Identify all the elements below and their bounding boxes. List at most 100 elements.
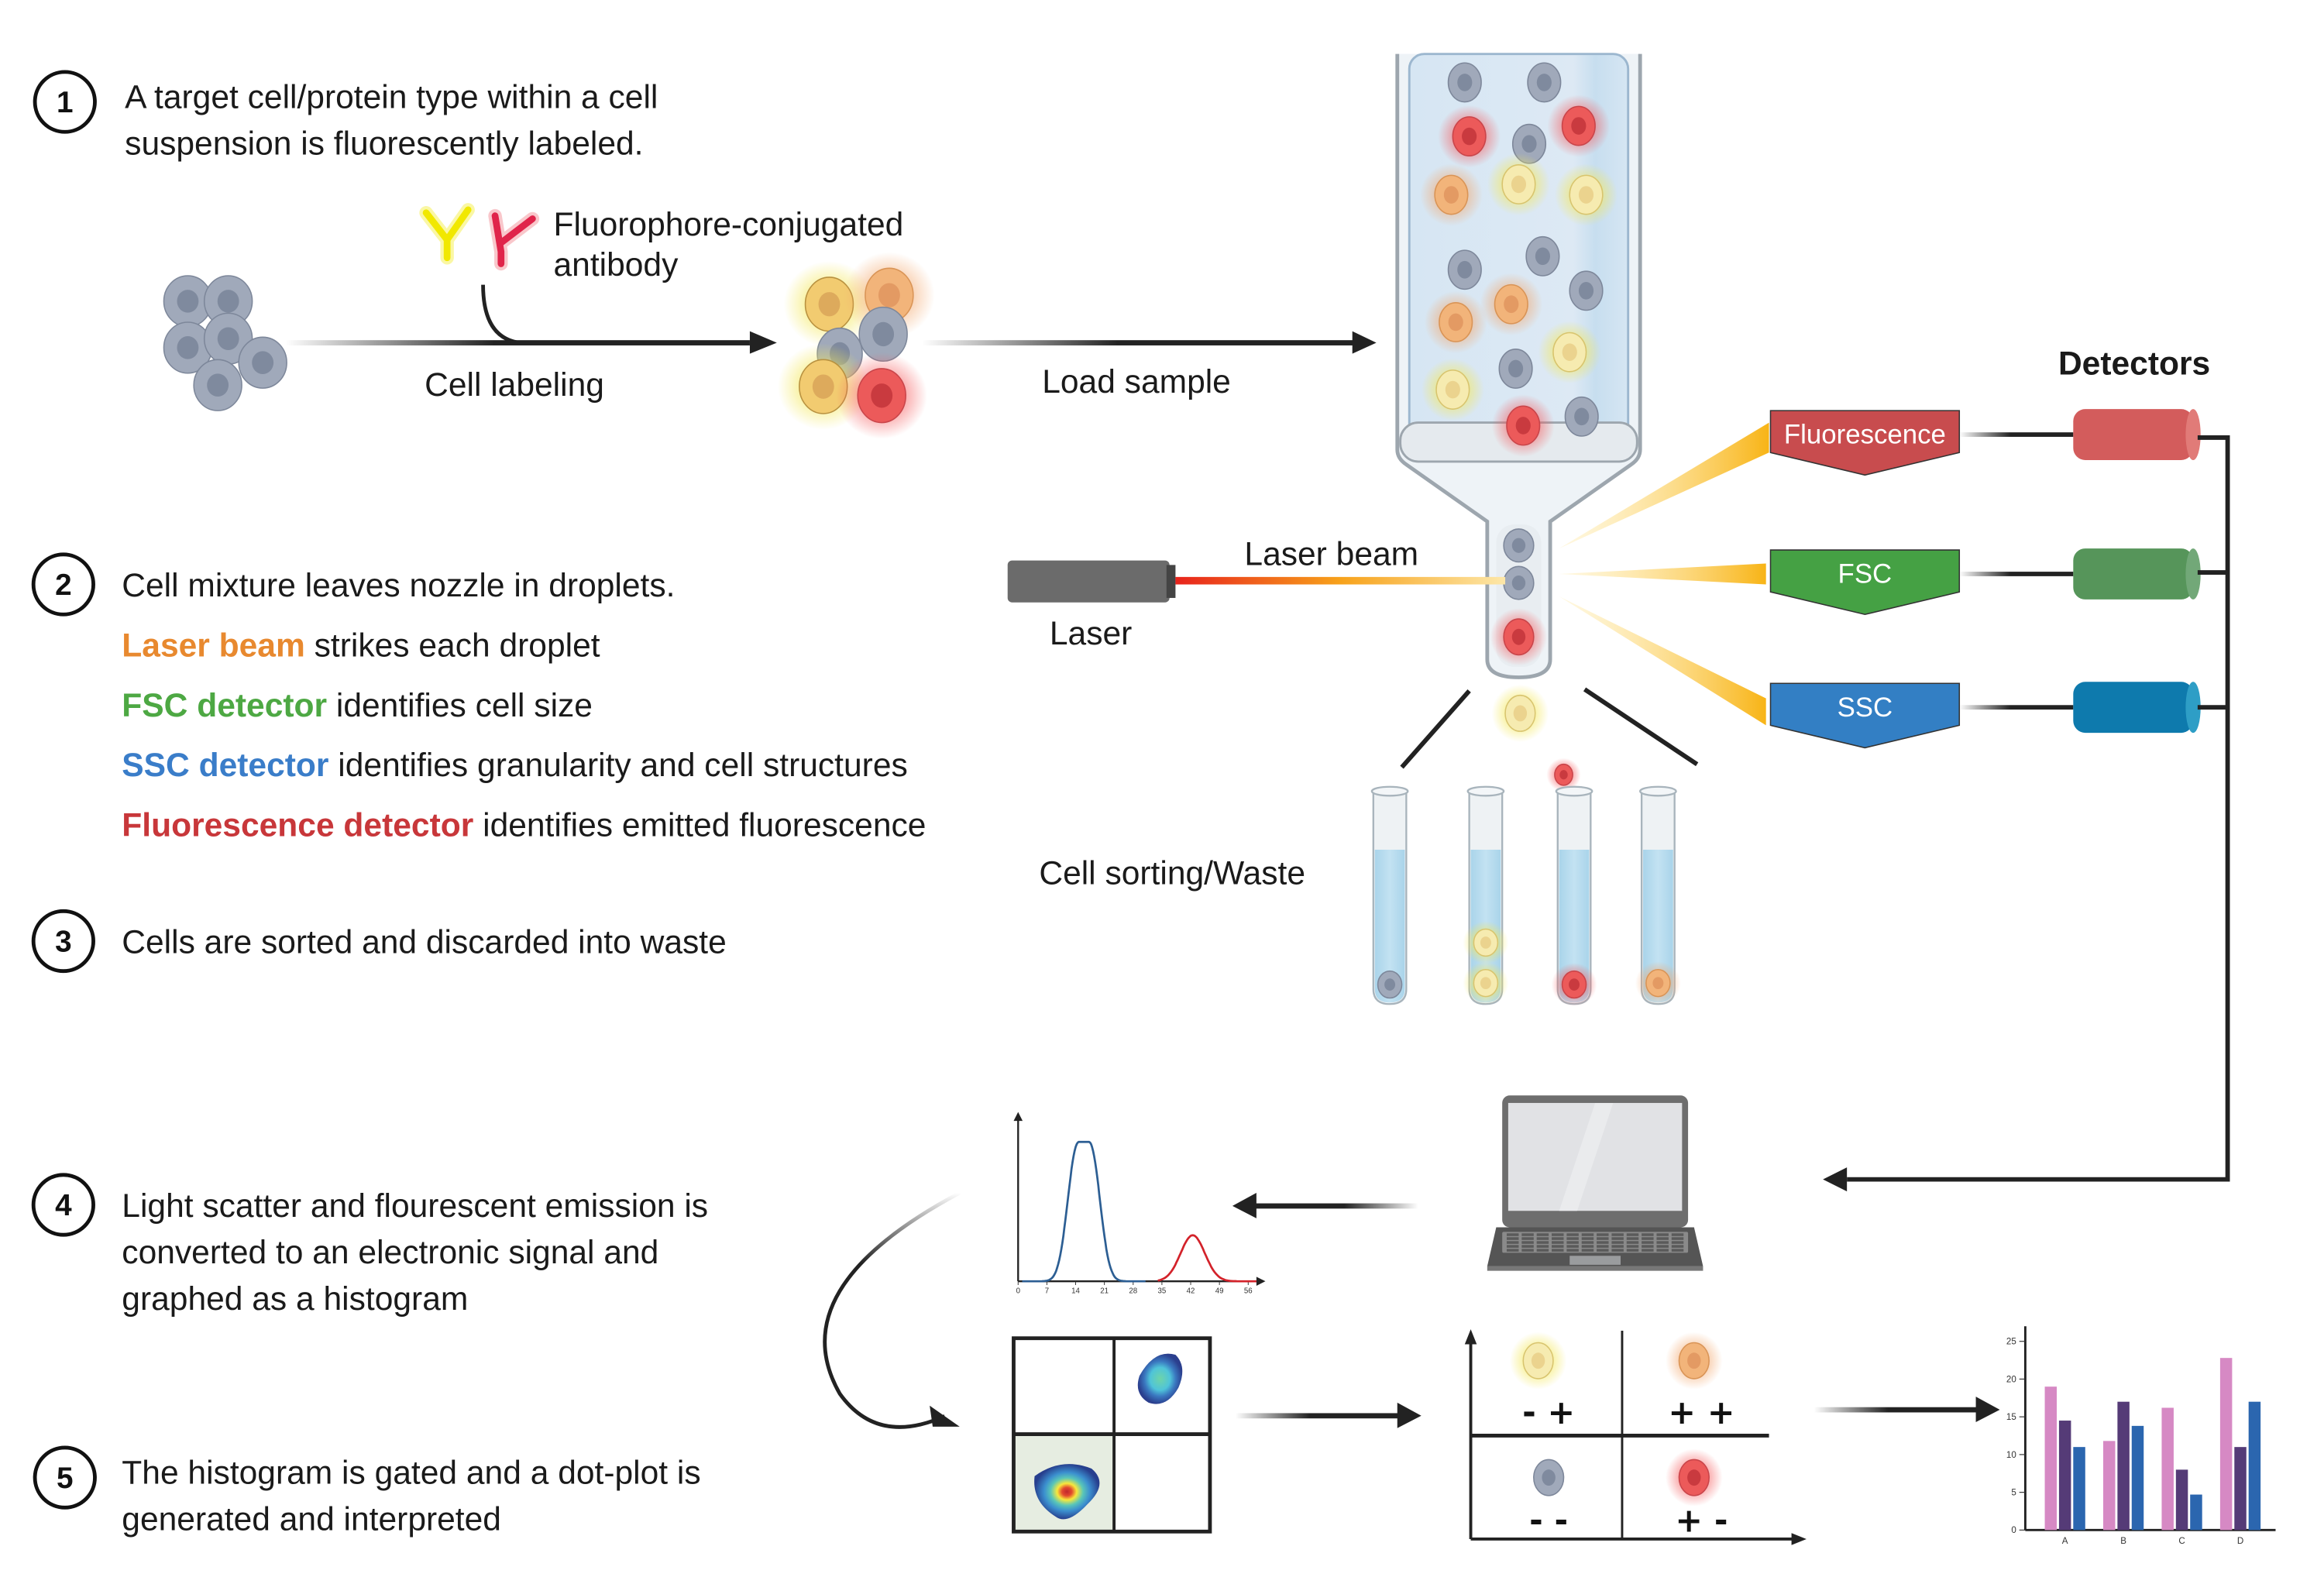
step-4-line-3: graphed as a histogram [122, 1280, 468, 1318]
histogram-tick-label: 56 [1244, 1287, 1253, 1296]
unlabeled-cell [193, 359, 242, 411]
quadrant-top-right-label: + + [1668, 1393, 1734, 1432]
cell-labeling-arrow [285, 284, 777, 354]
bar-chart-category-label: B [2120, 1536, 2126, 1546]
step-1-marker: 1 [33, 70, 97, 134]
step-2-marker: 2 [31, 552, 95, 617]
labeled-cell-red [836, 352, 928, 439]
tube-cell-orange [1635, 961, 1681, 1005]
bar-chart-tick-label: 5 [2011, 1487, 2016, 1497]
bar-chart-category-label: A [2062, 1536, 2068, 1546]
quadrant-cells [1509, 1331, 1723, 1507]
column-cell-orange [1480, 273, 1543, 335]
step-5-number: 5 [57, 1462, 74, 1495]
column-cell-yellow [1538, 321, 1601, 383]
collection-tube [1635, 785, 1681, 1005]
detector-ssc: SSC [1769, 682, 2201, 749]
labeled-cell-yellow [777, 343, 869, 430]
histogram-to-dotplot-arrow [823, 1191, 961, 1429]
nozzle-cell-red [1490, 608, 1548, 666]
nozzle-cell-gray [1503, 528, 1535, 563]
step-4-number: 4 [55, 1189, 72, 1222]
red-antibody-icon [488, 208, 540, 271]
column-cell-gray [1569, 270, 1604, 311]
histogram-tick-label: 49 [1215, 1287, 1224, 1296]
cell-sorting-label: Cell sorting/Waste [1039, 854, 1305, 892]
step-2-line-1: Cell mixture leaves nozzle in droplets. [122, 567, 675, 604]
bar-chart-tick-label: 20 [2006, 1374, 2016, 1384]
filter-fluorescence [1769, 410, 1961, 476]
step-1-line-1: A target cell/protein type within a cell [125, 78, 658, 115]
column-cell-yellow [1487, 153, 1550, 216]
step-3-number: 3 [55, 926, 72, 959]
step-4-marker: 4 [31, 1173, 95, 1237]
keyboard-keys [1506, 1233, 1684, 1252]
cell-labeling-label: Cell labeling [425, 366, 604, 404]
collection-tube [1551, 785, 1597, 1006]
histogram-series-2 [1157, 1234, 1257, 1283]
tube-cell-yellow [1463, 921, 1509, 964]
column-cells [1419, 62, 1618, 666]
step-2-fsc-line: FSC detector identifies cell size [122, 687, 593, 724]
collection-tube [1370, 785, 1409, 1005]
bar-chart-category-label: C [2178, 1536, 2185, 1546]
bar-A-3 [2073, 1447, 2085, 1531]
labeled-cell-cluster [777, 252, 935, 439]
unlabeled-cell [203, 275, 253, 328]
detector-label: FSC [1838, 559, 1893, 589]
quadrant-bottom-left-label: - - [1529, 1501, 1568, 1540]
bar-D-1 [2219, 1358, 2233, 1531]
collection-tubes [1370, 785, 1681, 1006]
antibody-label-line-1: Fluorophore-conjugated [554, 206, 904, 243]
bar-B-3 [2131, 1425, 2144, 1531]
laser-device-icon [1007, 560, 1506, 603]
column-cell-orange [1424, 290, 1487, 354]
tube-cell-yellow [1463, 961, 1509, 1005]
laptop-to-histogram-arrow [1232, 1193, 1418, 1218]
quadrant-cell-yellow [1509, 1331, 1567, 1390]
falling-droplets [1491, 684, 1581, 792]
fsc-desc: identifies cell size [327, 687, 593, 724]
column-cell-gray [1447, 62, 1482, 103]
gated-dot-plot [1012, 1336, 1212, 1534]
step-5-line-1: The histogram is gated and a dot-plot is [122, 1454, 700, 1491]
detector-label: Fluorescence [1784, 420, 1946, 450]
detector-fsc: FSC [1769, 548, 2201, 616]
ssc-desc: identifies granularity and cell structur… [328, 747, 907, 784]
bar-chart-tick-label: 15 [2006, 1412, 2016, 1422]
laser-beam-highlight: Laser beam [122, 627, 305, 664]
bar-C-3 [2190, 1494, 2202, 1531]
column-cell-red [1491, 394, 1555, 457]
bar-C-2 [2175, 1469, 2188, 1531]
histogram-tick-label: 42 [1187, 1287, 1195, 1296]
histogram-tick-label: 0 [1016, 1287, 1020, 1296]
fluorescence-desc: identifies emitted fluorescence [473, 807, 926, 844]
filter-ssc [1769, 682, 1961, 749]
labeled-cell-gray [858, 306, 908, 362]
step-2-fluorescence-line: Fluorescence detector identifies emitted… [122, 807, 926, 844]
quadrant-top-left-label: - + [1522, 1393, 1575, 1432]
histogram-tick-label: 21 [1100, 1287, 1109, 1296]
step-4-line-2: converted to an electronic signal and [122, 1234, 658, 1271]
filter-fsc [1769, 549, 1961, 616]
fsc-highlight: FSC detector [122, 687, 327, 724]
column-cell-gray [1527, 62, 1562, 103]
quadrant-cell-gray [1533, 1459, 1565, 1496]
quadrant-to-barchart-arrow [1813, 1397, 2000, 1423]
detector-tube [2073, 682, 2194, 734]
column-cell-red [1438, 105, 1501, 168]
step-4-line-1: Light scatter and flourescent emission i… [122, 1187, 708, 1225]
tube-cell-gray [1377, 970, 1403, 999]
step-3-line-1: Cells are sorted and discarded into wast… [122, 923, 726, 960]
column-cell-yellow [1555, 163, 1618, 226]
nozzle-cell-gray [1503, 565, 1535, 600]
detector-tube [2073, 548, 2194, 600]
detector-label: SSC [1838, 692, 1893, 723]
unlabeled-cell [163, 275, 213, 328]
falling-droplet-red [1546, 758, 1581, 792]
bar-C-1 [2161, 1407, 2174, 1531]
laser-label: Laser [1050, 615, 1132, 652]
falling-droplet-yellow [1491, 684, 1549, 743]
laser-beam-desc: strikes each droplet [305, 627, 600, 664]
column-cell-red [1547, 94, 1611, 157]
